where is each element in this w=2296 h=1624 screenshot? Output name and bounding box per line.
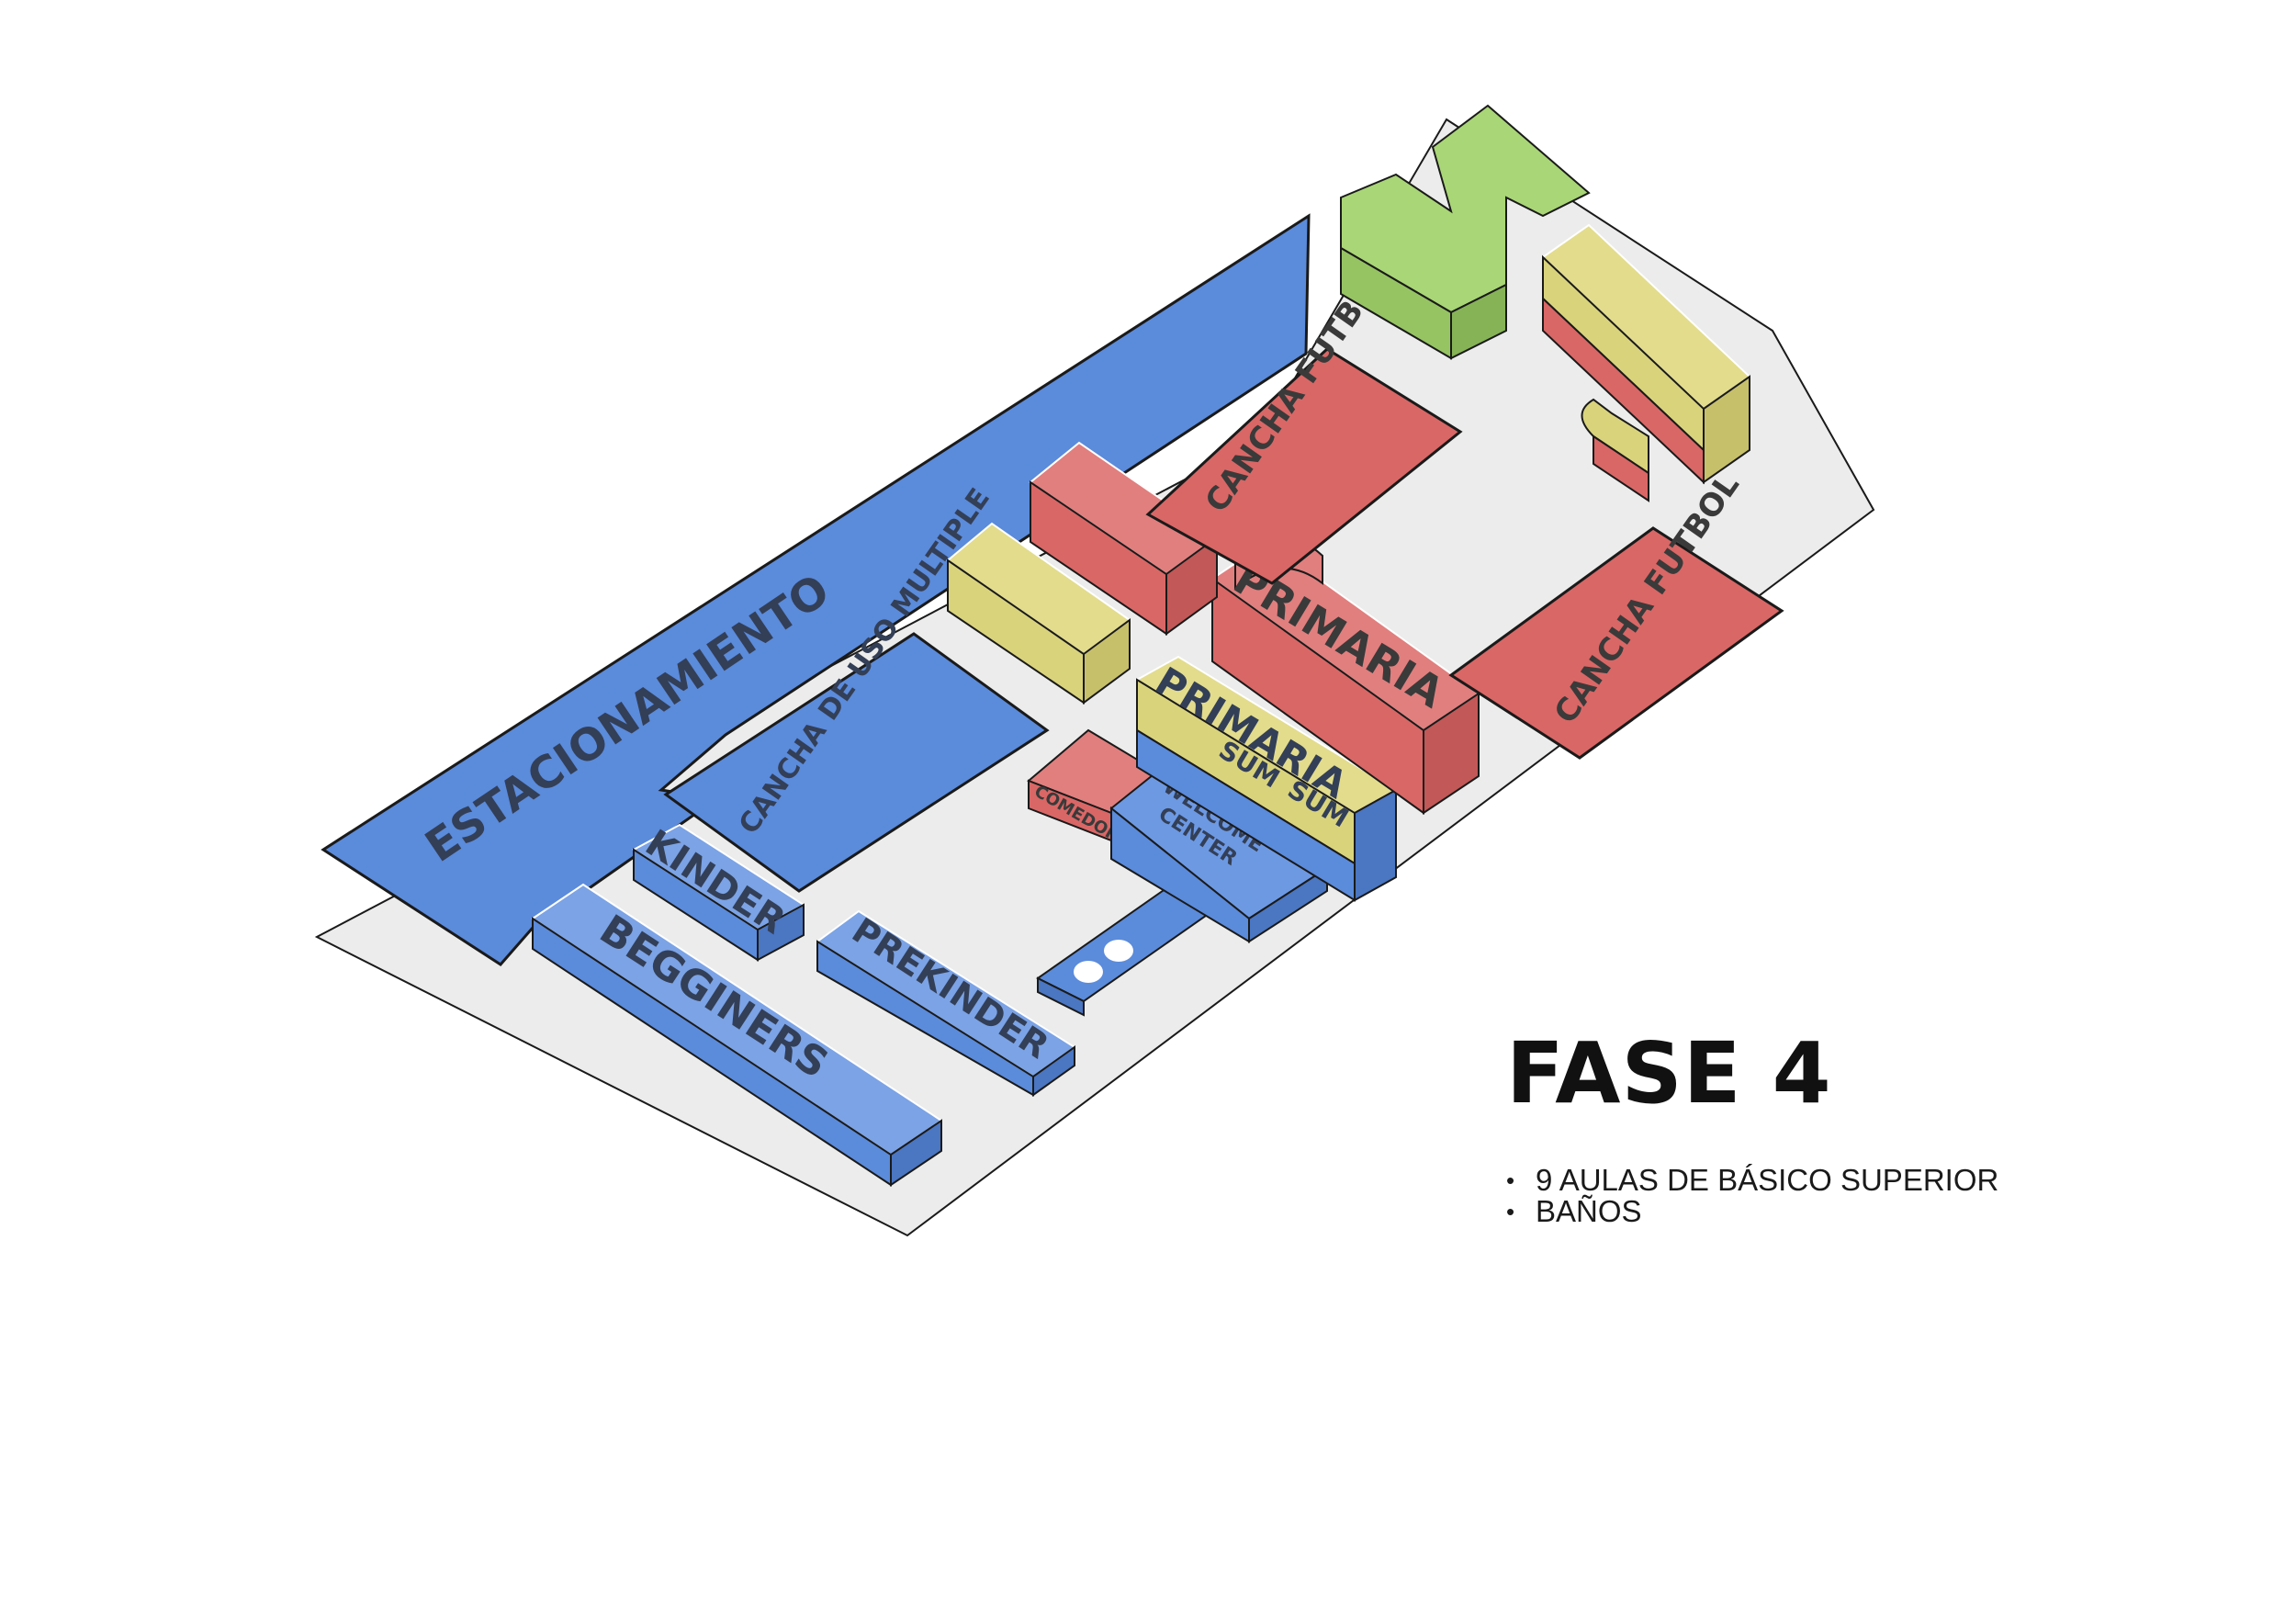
entrance-walkway (1036, 880, 1223, 1017)
welcome-center-building (1109, 762, 1329, 943)
cancha-futbol-1 (1145, 347, 1463, 585)
yellow-red-building (1541, 223, 1751, 502)
legend-list: 9 AULAS DE BÁSICO SUPERIOR BAÑOS (1506, 1165, 1998, 1228)
legend-item-banos: BAÑOS (1506, 1196, 1998, 1228)
legend: FASE 4 9 AULAS DE BÁSICO SUPERIOR BAÑOS (1506, 1024, 1998, 1227)
primaria-lower-building (1135, 655, 1398, 902)
cancha-uso-multiple (663, 632, 1050, 893)
kinder-building (632, 823, 805, 962)
begginers-building (531, 883, 943, 1187)
cancha-futbol-2 (1448, 526, 1784, 760)
yellow-classroom-block (946, 522, 1131, 705)
legend-item-aulas: 9 AULAS DE BÁSICO SUPERIOR (1506, 1165, 1998, 1197)
green-building (1340, 104, 1591, 360)
legend-title: FASE 4 (1506, 1024, 1832, 1122)
prekinder-building (816, 909, 1076, 1097)
